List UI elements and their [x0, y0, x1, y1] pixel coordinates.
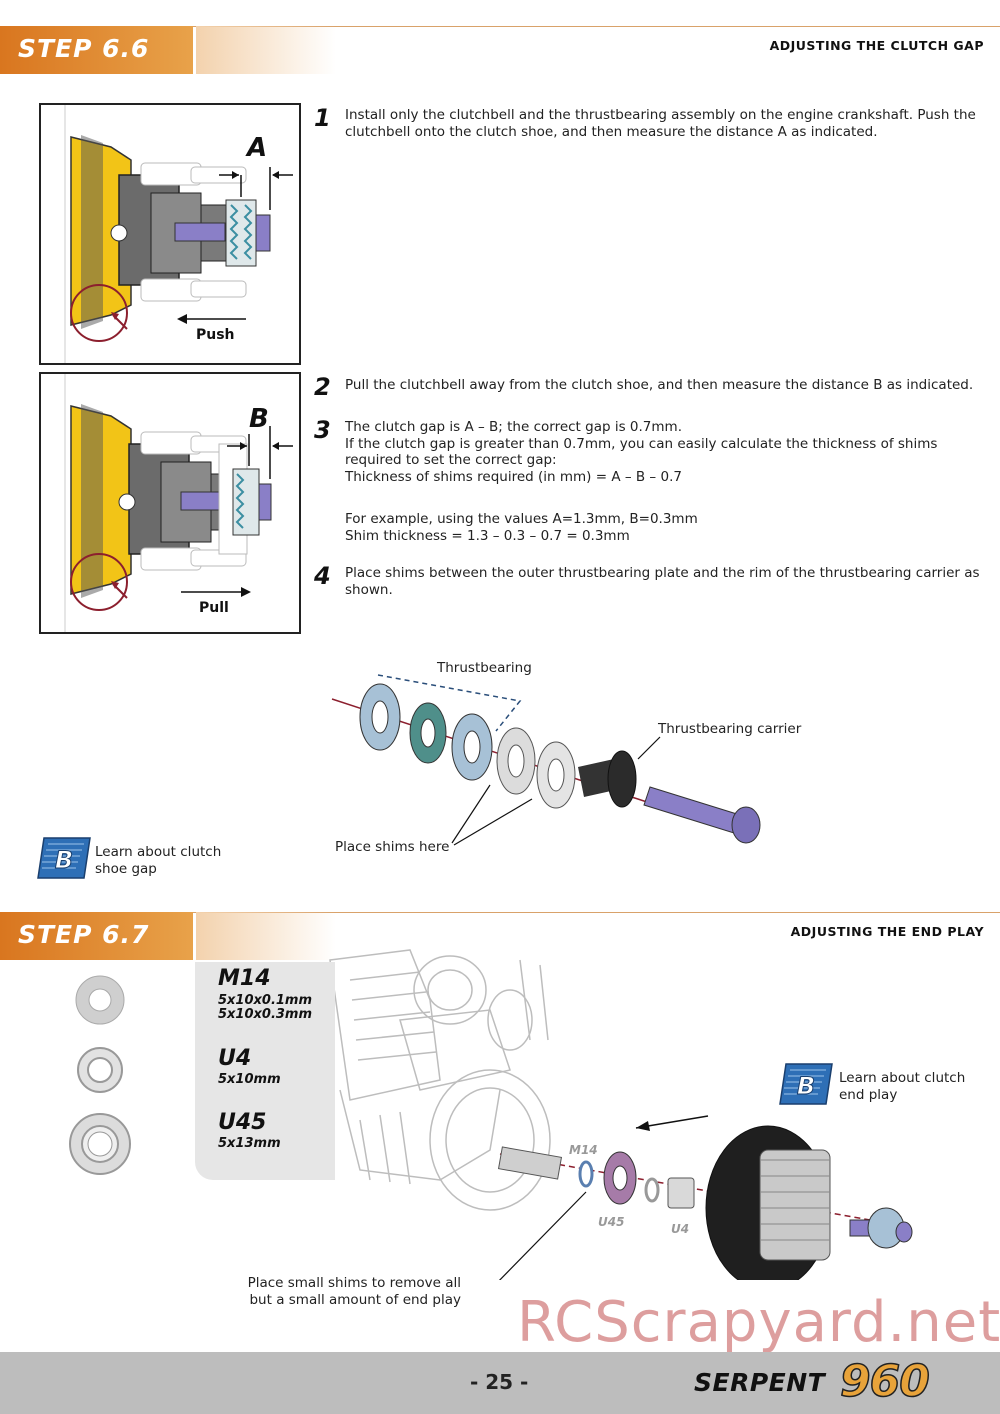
u4-diagram-label: U4 [671, 1222, 690, 1236]
instruction-text: The clutch gap is A – B; the correct gap… [345, 419, 990, 485]
part-size-line: 5x10x0.1mm [218, 993, 313, 1008]
page-number: - 25 - [470, 1370, 529, 1394]
shims-callout: Place shims here [335, 839, 450, 855]
parts-list-panel [195, 962, 335, 1180]
instruction-number: 3 [314, 416, 331, 444]
instruction-text: Pull the clutchbell away from the clutch… [345, 377, 974, 393]
step-6-6-header: STEP 6.6 ADJUSTING THE CLUTCH GAP [0, 26, 1000, 74]
pull-label: Pull [199, 600, 229, 616]
instruction-line: If the clutch gap is greater than 0.7mm,… [345, 435, 938, 469]
measure-a-label: A [247, 133, 268, 163]
example-text: For example, using the values A=1.3mm, B… [345, 511, 990, 544]
step-label: STEP 6.6 [18, 34, 150, 63]
learn-book-icon[interactable]: B [778, 1062, 834, 1106]
carrier-callout: Thrustbearing carrier [658, 721, 802, 737]
model-logo: 960 [839, 1355, 930, 1408]
m14-shim-icon [75, 975, 125, 1025]
part-code: M14 [218, 966, 271, 991]
engine-end-play-diagram [329, 949, 913, 1280]
icon-letter: B [797, 1072, 815, 1100]
brand-logo: SERPENT [694, 1368, 826, 1397]
step-badge: STEP 6.6 [0, 26, 193, 74]
clutch-pull-drawing [64, 374, 293, 632]
thrustbearing-exploded-diagram [331, 674, 761, 846]
clutch-pull-figure: B Pull [39, 372, 301, 634]
clutch-push-figure: A Push [39, 103, 301, 365]
step-badge: STEP 6.7 [0, 912, 193, 960]
page-footer: - 25 - SERPENT 960 [0, 1352, 1000, 1414]
icon-letter: B [55, 846, 73, 874]
example-line: Shim thickness = 1.3 – 0.3 – 0.7 = 0.3mm [345, 527, 630, 544]
push-label: Push [196, 327, 235, 343]
clutch-push-drawing [64, 105, 293, 363]
instruction-text: Place shims between the outer thrustbear… [345, 565, 980, 598]
step-label: STEP 6.7 [18, 920, 150, 949]
m14-diagram-label: M14 [569, 1143, 598, 1157]
part-code: U4 [218, 1046, 252, 1071]
header-fade [196, 912, 336, 960]
learn-clutch-gap-link[interactable]: Learn about clutch shoe gap [95, 844, 222, 877]
step-heading: ADJUSTING THE END PLAY [790, 924, 984, 939]
part-code: U45 [218, 1110, 267, 1135]
u4-washer-icon [77, 1047, 123, 1093]
part-size: 5x10x0.1mm 5x10x0.3mm [218, 994, 312, 1022]
learn-end-play-link[interactable]: Learn about clutch end play [839, 1070, 966, 1103]
learn-book-icon[interactable]: B [36, 836, 92, 880]
example-line: For example, using the values A=1.3mm, B… [345, 511, 698, 527]
header-rule [0, 912, 1000, 913]
step-heading: ADJUSTING THE CLUTCH GAP [769, 38, 984, 53]
instruction-line: Thickness of shims required (in mm) = A … [345, 468, 682, 485]
instruction-number: 2 [314, 373, 331, 401]
part-size: 5x10mm [218, 1072, 281, 1087]
measure-b-label: B [249, 404, 269, 434]
instruction-number: 1 [314, 104, 331, 132]
step-6-7-header: STEP 6.7 ADJUSTING THE END PLAY [0, 912, 1000, 960]
instruction-text: Install only the clutchbell and the thru… [345, 107, 976, 140]
u45-washer-icon [69, 1113, 131, 1175]
part-size-line: 5x10x0.3mm [218, 1007, 313, 1022]
instruction-number: 4 [314, 562, 331, 590]
instruction-line: The clutch gap is A – B; the correct gap… [345, 419, 682, 435]
site-watermark: RCScrapyard.net [517, 1290, 1000, 1355]
u45-diagram-label: U45 [598, 1215, 625, 1229]
end-play-note: Place small shims to remove all but a sm… [247, 1275, 461, 1308]
thrustbearing-callout: Thrustbearing [437, 660, 532, 676]
header-fade [196, 26, 336, 74]
part-size: 5x13mm [218, 1136, 281, 1151]
header-rule [0, 26, 1000, 27]
